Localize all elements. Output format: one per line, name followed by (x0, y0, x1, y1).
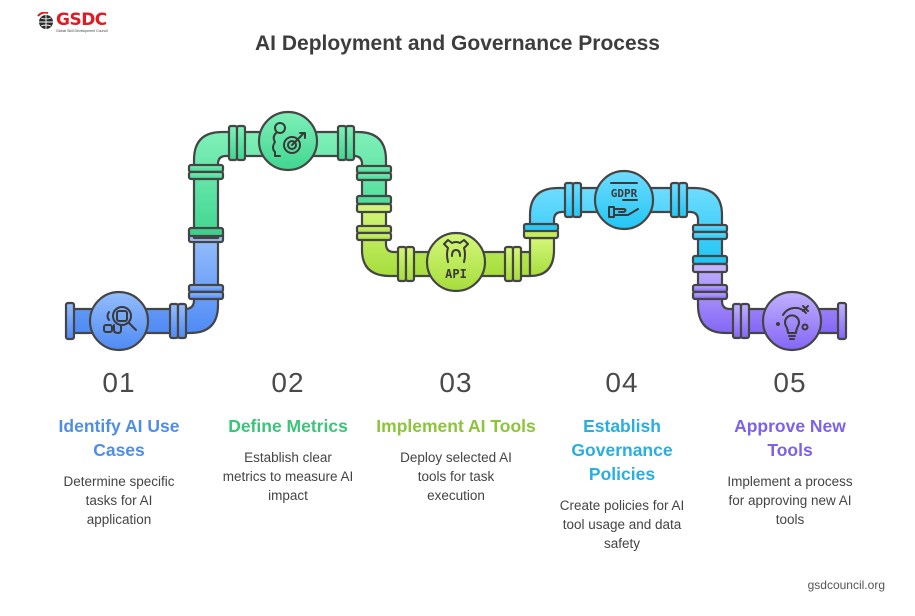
page-title: AI Deployment and Governance Process (255, 32, 660, 55)
logo-brand: GSDC (56, 10, 107, 30)
step-number: 04 (605, 367, 639, 398)
footer-url[interactable]: gsdcouncil.org (807, 578, 885, 592)
step-heading: Define Metrics (228, 416, 348, 436)
step-heading: Implement AI Tools (376, 416, 536, 436)
step-heading: Establish Governance Policies (571, 416, 673, 484)
step-3: 03 Implement AI Tools Deploy selected AI… (376, 368, 536, 505)
step-number: 03 (439, 367, 473, 398)
step-number: 05 (773, 367, 807, 398)
node-circle-3 (425, 231, 487, 293)
lightbulb-idea-icon (776, 305, 809, 340)
step-description: Deploy selected AI tools for task execut… (400, 450, 512, 503)
gsdc-logo: GSDC Global Skill Development Council (36, 10, 116, 36)
globe-icon (37, 12, 53, 29)
svg-text:API: API (445, 267, 467, 281)
step-5: 05 Approve New Tools Implement a process… (710, 368, 870, 529)
svg-text:GDPR: GDPR (611, 187, 638, 200)
search-magnifier-icon (103, 306, 137, 334)
person-target-icon (272, 122, 306, 157)
step-number: 02 (271, 367, 305, 398)
logo-tagline: Global Skill Development Council (56, 29, 108, 33)
pipeline-diagram: API GDPR (64, 110, 848, 352)
step-description: Establish clear metrics to measure AI im… (222, 450, 354, 503)
pipe-segment-4 (522, 181, 729, 266)
gear-api-icon: API (443, 239, 469, 281)
step-heading: Approve New Tools (734, 416, 846, 460)
step-description: Implement a process for approving new AI… (727, 474, 853, 527)
step-number: 01 (102, 367, 136, 398)
node-circle-5 (761, 290, 823, 352)
step-4: 04 Establish Governance Policies Create … (542, 368, 702, 553)
step-2: 02 Define Metrics Establish clear metric… (208, 368, 368, 505)
step-description: Determine specific tasks for AI applicat… (63, 474, 175, 527)
gdpr-hand-icon: GDPR (608, 182, 639, 218)
node-circle-2 (257, 110, 319, 172)
step-1: 01 Identify AI Use Cases Determine speci… (39, 368, 199, 529)
step-description: Create policies for AI tool usage and da… (559, 498, 685, 551)
step-heading: Identify AI Use Cases (58, 416, 180, 460)
